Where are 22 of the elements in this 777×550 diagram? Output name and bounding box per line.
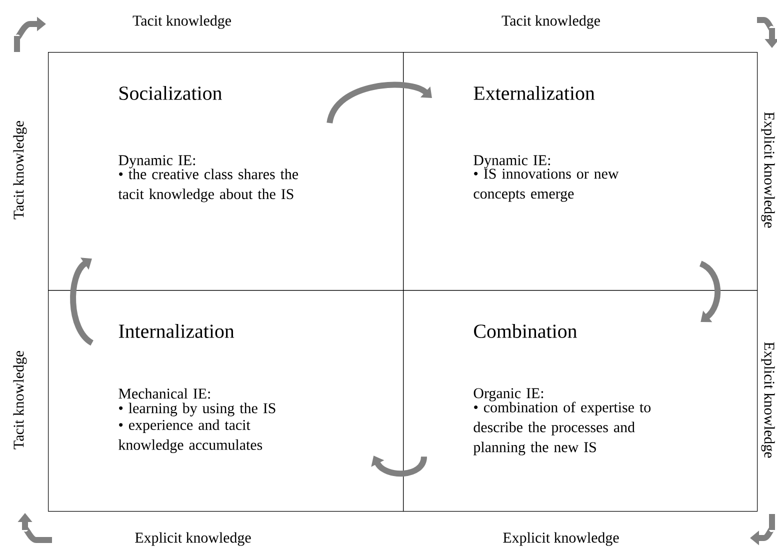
axis-label: Tacit knowledge [132,15,231,29]
quadrant-title: Combination [474,324,577,338]
bullet-item: • IS innovations or new concepts emerge [474,168,619,202]
curved-arrow [70,258,94,346]
quadrant-title: Socialization [120,86,222,100]
curved-arrow [699,260,721,322]
ie-type-label: Dynamic IE: [474,155,550,168]
axis-label: Explicit knowledge [503,532,619,546]
axis-label: Tacit knowledge [502,15,600,29]
axis-label: Explicit knowledge [135,532,251,546]
bullet-item: • experience and tacit knowledge accumulates [118,420,262,453]
ie-type-label: Mechanical IE: [118,388,210,399]
axis-label: Tacit knowledge [13,351,27,450]
bullet-item: • learning by using the IS [119,402,276,416]
axis-label: Tacit knowledge [13,121,27,220]
quadrant-title: Internalization [118,324,234,338]
ie-type-label: Organic IE: [474,388,544,402]
ie-type-label: Dynamic IE: [118,155,195,168]
curved-arrow [326,82,432,124]
bullet-item: • combination of expertise to describe the processes and planning the new IS [473,402,651,456]
quadrant-title: Externalization [474,86,595,100]
bullet-item: • the creative class shares the tacit knowledge about the IS [118,168,298,202]
